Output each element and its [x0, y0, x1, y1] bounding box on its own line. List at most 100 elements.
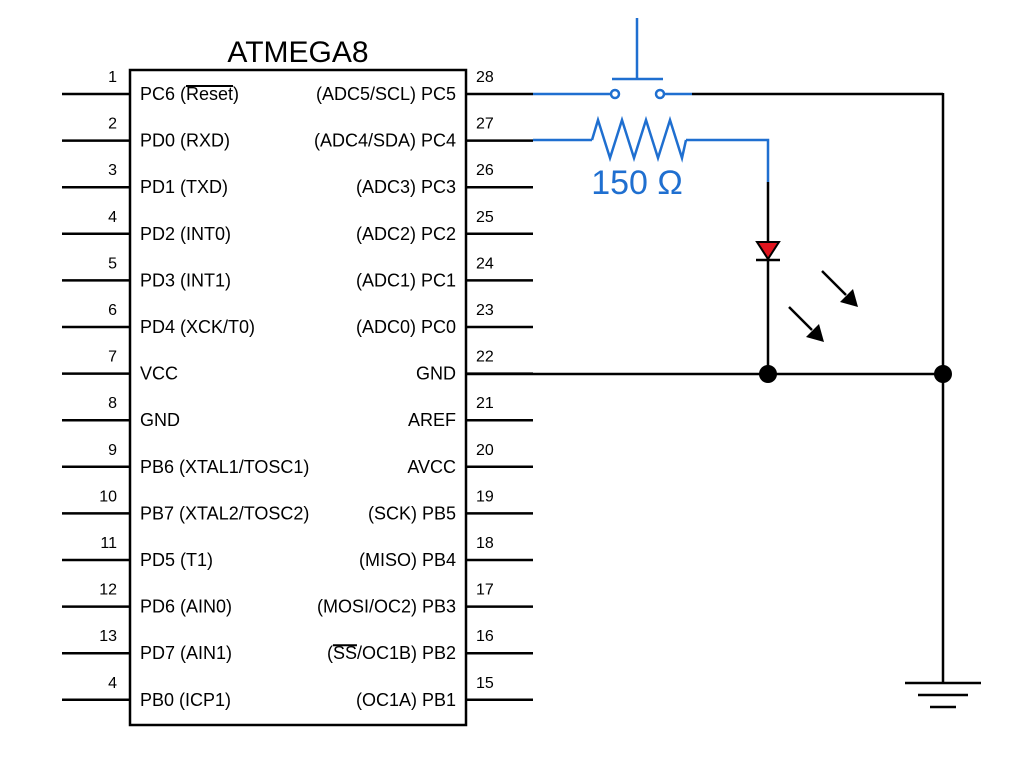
pin-number: 12: [99, 582, 117, 599]
pin-label: (SCK) PB5: [368, 503, 456, 523]
pin-label: (ADC1) PC1: [356, 270, 456, 290]
pin-label: PB0 (ICP1): [140, 690, 231, 710]
right-pin: 26 (ADC3) PC3: [356, 162, 533, 197]
pin-label: PD0 (RXD): [140, 131, 230, 151]
led-diode-triangle: [755, 241, 781, 261]
pin-number: 24: [476, 255, 494, 272]
pin-number: 17: [476, 582, 494, 599]
junction-dot-led: [759, 365, 777, 383]
pin-label: PD4 (XCK/T0): [140, 317, 255, 337]
pin-number: 25: [476, 209, 494, 226]
led: [755, 241, 858, 342]
wire-resistor-to-led: [686, 138, 770, 182]
pin-number: 8: [108, 395, 117, 412]
pin-number: 3: [108, 162, 117, 179]
pin-number: 1: [108, 69, 117, 86]
pin-number: 15: [476, 675, 494, 692]
pin-label: PD7 (AIN1): [140, 643, 232, 663]
chip-body: [128, 68, 468, 727]
pin-number: 5: [108, 255, 117, 272]
ground-symbol: [905, 681, 981, 709]
pin-label: PD6 (AIN0): [140, 597, 232, 617]
pin-number: 23: [476, 302, 494, 319]
overline-text: Reset: [186, 84, 233, 104]
right-pin: 24 (ADC1) PC1: [356, 255, 533, 290]
resistor: [590, 115, 688, 163]
pin-label: (ADC5/SCL) PC5: [316, 84, 456, 104]
pin-label: PC6 (Reset): [140, 84, 239, 104]
pin-number: 9: [108, 442, 117, 459]
switch-contact-left: [609, 88, 621, 100]
right-pin: 19(SCK) PB5: [368, 488, 533, 523]
pin-label: PD3 (INT1): [140, 270, 231, 290]
pin-label: (SS/OC1B) PB2: [327, 643, 456, 663]
pin-number: 7: [108, 349, 117, 366]
pin-number: 2: [108, 116, 117, 133]
pin-number: 4: [108, 675, 117, 692]
pin-number: 13: [99, 628, 117, 645]
pin-number: 16: [476, 628, 494, 645]
pin-number: 18: [476, 535, 494, 552]
pin-number: 21: [476, 395, 494, 412]
pin-label: (ADC4/SDA) PC4: [314, 131, 456, 151]
pin-label: GND: [416, 364, 456, 384]
pin-label: (ADC0) PC0: [356, 317, 456, 337]
pin-label: GND: [140, 410, 180, 430]
pushbutton-switch: [609, 18, 692, 100]
right-pin: 25 (ADC2) PC2: [356, 209, 533, 244]
pin-number: 22: [476, 349, 494, 366]
pin-number: 10: [99, 488, 117, 505]
pin-number: 28: [476, 69, 494, 86]
right-pin: 17 (MOSI/OC2) PB3: [317, 582, 533, 617]
pin-label: AVCC: [407, 457, 456, 477]
right-pin: 18 (MISO) PB4: [359, 535, 533, 570]
right-pin: 15 (OC1A) PB1: [356, 675, 533, 710]
overline-text: SS: [333, 643, 357, 663]
pin-label: PB6 (XTAL1/TOSC1): [140, 457, 309, 477]
pin-label: PD2 (INT0): [140, 224, 231, 244]
pin-label: (OC1A) PB1: [356, 690, 456, 710]
right-pin: 27 (ADC4/SDA) PC4: [314, 116, 533, 151]
led-arrow-1-head: [840, 289, 858, 307]
right-pin: 23 (ADC0) PC0: [356, 302, 533, 337]
pin-label: (ADC2) PC2: [356, 224, 456, 244]
junction-dot-rail: [934, 365, 952, 383]
pin-number: 6: [108, 302, 117, 319]
pin-number: 4: [108, 209, 117, 226]
pin-label: AREF: [408, 410, 456, 430]
pin-label: (MISO) PB4: [359, 550, 456, 570]
pin-label: PB7 (XTAL2/TOSC2): [140, 503, 309, 523]
pin-number: 20: [476, 442, 494, 459]
pin-number: 26: [476, 162, 494, 179]
led-arrow-2-head: [806, 324, 824, 342]
right-pin-group: 28 (ADC5/SCL) PC5 27 (ADC4/SDA) PC4 26 (ADC3)…: [314, 69, 533, 710]
switch-contact-right: [654, 88, 666, 100]
right-pin: 16 (SS/OC1B) PB2: [327, 628, 533, 663]
pin-number: 11: [100, 535, 117, 552]
pin-label: (ADC3) PC3: [356, 177, 456, 197]
pin-label: VCC: [140, 364, 178, 384]
chip-title: ATMEGA8: [227, 36, 368, 69]
pin-number: 27: [476, 116, 494, 133]
pin-label: PD5 (T1): [140, 550, 213, 570]
pin-label: (MOSI/OC2) PB3: [317, 597, 456, 617]
resistor-label: 150 Ω: [591, 164, 683, 202]
